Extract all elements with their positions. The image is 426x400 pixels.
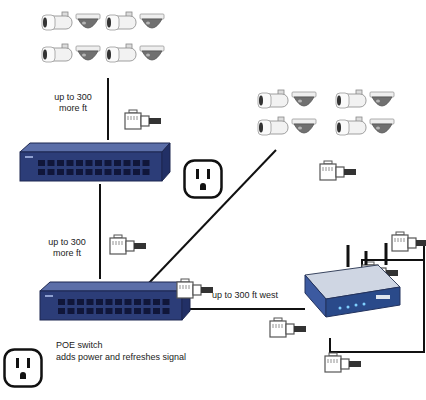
camera-pair: [42, 44, 100, 62]
camera-pair: [258, 117, 316, 135]
camera-pair: [258, 90, 316, 108]
cable-line: [107, 78, 109, 140]
rj45-plug: [177, 279, 213, 298]
poe-switch: [40, 282, 190, 320]
distance-label: up to 300 more ft: [46, 92, 100, 114]
cable-line: [99, 184, 101, 279]
cable-line: [182, 308, 305, 310]
rj45-plug: [110, 235, 146, 254]
note-heading: POE switch: [56, 340, 186, 351]
rj45-plug: [325, 353, 361, 372]
camera-pair: [336, 90, 394, 108]
rj45-plug: [320, 161, 356, 180]
camera-pair: [42, 12, 100, 30]
distance-label: up to 300 ft west: [212, 290, 312, 301]
rj45-plug: [392, 232, 426, 251]
camera-pair: [106, 44, 164, 62]
rj45-plug: [270, 318, 306, 337]
camera-pair: [336, 117, 394, 135]
distance-label: up to 300 more ft: [40, 237, 94, 259]
poe-switch: [20, 143, 170, 181]
power-outlet: [185, 161, 222, 198]
camera-pair: [106, 12, 164, 30]
wireless-router: [305, 243, 400, 317]
power-outlet: [5, 350, 42, 387]
note-text: adds power and refreshes signal: [56, 352, 196, 363]
rj45-plug: [125, 110, 161, 129]
